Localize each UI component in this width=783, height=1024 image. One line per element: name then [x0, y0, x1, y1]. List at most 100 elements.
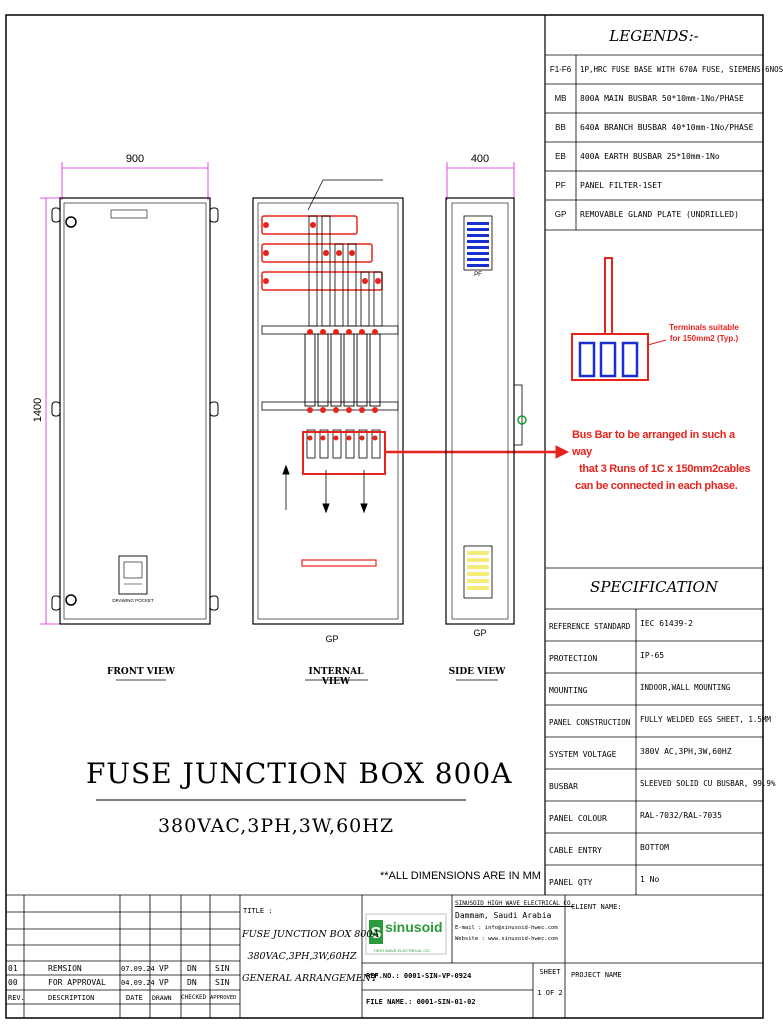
front-view-title: FRONT VIEW	[107, 667, 175, 677]
terminals-note: Terminals suitable for 150mm2 (Typ.)	[664, 322, 744, 344]
rev-description: FOR APPROVAL	[48, 978, 106, 987]
rev-approved: SIN	[215, 964, 230, 973]
svg-text:HIGH WAVE ELECTRICAL CO.: HIGH WAVE ELECTRICAL CO.	[374, 948, 430, 953]
busbar-markers	[263, 222, 381, 441]
width-dimension: 900	[125, 153, 145, 165]
rev-checked: DN	[187, 978, 197, 987]
ref-number: REF.NO.: 0001-SIN-VP-0924	[366, 972, 472, 980]
header-description: DESCRIPTION	[48, 994, 95, 1002]
sinusoid-logo: S HIGH WAVE ELECTRICAL CO.	[365, 913, 447, 955]
rev-number: 01	[8, 964, 18, 973]
header-drawn: DRAWN	[152, 994, 172, 1002]
legends-grid	[545, 54, 763, 231]
rev-drawn: VP	[159, 978, 169, 987]
main-subtitle: 380VAC,3PH,3W,60HZ	[157, 815, 395, 837]
spec-value: FULLY WELDED EGS SHEET, 1.5MM	[640, 715, 771, 724]
spec-label: PANEL COLOUR	[549, 814, 607, 823]
legend-desc: PANEL FILTER-1SET	[580, 181, 662, 190]
legends-title: LEGENDS:-	[609, 27, 699, 45]
spec-label: MOUNTING	[549, 686, 588, 695]
main-title: FUSE JUNCTION BOX 800A	[86, 757, 513, 790]
project-name-label: PROJECT NAME	[571, 971, 622, 979]
spec-label: REFERENCE STANDARD	[549, 622, 631, 631]
spec-value: 1 No	[640, 875, 660, 884]
spec-label: PROTECTION	[549, 654, 598, 663]
internal-view-drawing	[252, 179, 570, 625]
depth-dimension: 400	[470, 153, 490, 165]
client-name-label: CLIENT NAME:	[571, 903, 622, 911]
spec-value: 380V AC,3PH,3W,60HZ	[640, 747, 732, 756]
spec-value: RAL-7032/RAL-7035	[640, 811, 722, 820]
busbar-note-line1: Bus Bar to be arranged in such a way	[572, 429, 735, 458]
header-rev: REV.	[8, 994, 25, 1002]
spec-label: PANEL CONSTRUCTION	[549, 718, 631, 727]
legend-code: F1-F6	[549, 65, 572, 74]
spec-label: PANEL QTY	[549, 878, 593, 887]
header-checked: CHECKED	[181, 994, 207, 1001]
sheet-label: SHEET	[539, 968, 561, 976]
header-date: DATE	[126, 994, 143, 1002]
spec-value: SLEEVED SOLID CU BUSBAR, 99.9%	[640, 779, 776, 788]
height-dimension: 1400	[32, 397, 44, 423]
title-block-grid	[6, 894, 763, 1018]
legend-code: PF	[555, 181, 566, 190]
pf-label: PF	[474, 272, 482, 278]
spec-label: SYSTEM VOLTAGE	[549, 750, 617, 759]
legend-desc: REMOVABLE GLAND PLATE (UNDRILLED)	[580, 210, 739, 219]
sheet-value: 1 OF 2	[537, 989, 563, 997]
legend-code: BB	[555, 123, 566, 132]
rev-description: REMSION	[48, 964, 82, 973]
legend-desc: 400A EARTH BUSBAR 25*10mm-1No	[580, 152, 720, 161]
front-view-drawing	[40, 162, 219, 625]
side-view-drawing	[445, 162, 527, 625]
panel-filter-top	[467, 222, 489, 267]
legend-code: EB	[555, 152, 566, 161]
spec-label: BUSBAR	[549, 782, 578, 791]
panel-filter-bottom	[467, 551, 489, 590]
title-line-1: FUSE JUNCTION BOX 800A	[242, 929, 380, 940]
drawing-pocket-label: DRAWING POCKET	[112, 598, 154, 603]
rev-approved: SIN	[215, 978, 230, 987]
rev-number: 00	[8, 978, 18, 987]
legend-desc: 640A BRANCH BUSBAR 40*10mm-1No/PHASE	[580, 123, 754, 132]
rev-checked: DN	[187, 964, 197, 973]
spec-value: IEC 61439-2	[640, 619, 693, 628]
spec-value: BOTTOM	[640, 843, 669, 852]
busbar-note-line3: can be connected in each phase.	[575, 480, 738, 492]
busbar-note-line2: that 3 Runs of 1C x 150mm2cables	[579, 463, 751, 475]
outer-border	[5, 14, 764, 1019]
internal-view-title: INTERNAL VIEW	[308, 667, 364, 687]
legend-code: MB	[554, 94, 567, 103]
terminals-note-line2: for 150mm2 (Typ.)	[669, 334, 739, 343]
logo-wordmark: sinusoid	[385, 919, 443, 935]
rev-date: 04.09.24	[121, 979, 155, 987]
dimensions-note: **ALL DIMENSIONS ARE IN MM	[380, 870, 541, 882]
company-website: Website : www.sinusoid-hwec.com	[455, 936, 558, 942]
company-email: E-mail : info@sinusoid-hwec.com	[455, 925, 558, 931]
legend-desc: 1P,HRC FUSE BASE WITH 670A FUSE, SIEMENS…	[580, 65, 783, 74]
company-city: Dammam, Saudi Arabia	[455, 911, 552, 920]
side-view-title: SIDE VIEW	[448, 667, 506, 677]
title-label: TITLE :	[243, 907, 273, 915]
header-approved: APPROVED	[210, 995, 237, 1001]
spec-label: CABLE ENTRY	[549, 846, 602, 855]
terminal-diagram	[571, 257, 667, 381]
title-line-3: GENERAL ARRANGEMENT	[242, 973, 378, 984]
company-name: SINUSOID HIGH WAVE ELECTRICAL CO.	[455, 900, 575, 907]
spec-value: INDOOR,WALL MOUNTING	[640, 683, 731, 692]
svg-text:S: S	[371, 925, 382, 942]
gp-label-internal: GP	[325, 634, 339, 644]
rev-drawn: VP	[159, 964, 169, 973]
gp-label-side: GP	[473, 628, 487, 638]
title-line-2: 380VAC,3PH,3W,60HZ	[247, 951, 357, 962]
busbar-note: Bus Bar to be arranged in such a way tha…	[572, 427, 752, 495]
specification-title: SPECIFICATION	[590, 578, 718, 596]
spec-grid	[545, 567, 763, 895]
file-name: FILE NAME.: 0001-SIN-01-02	[366, 998, 476, 1006]
rev-date: 07.09.24	[121, 965, 155, 973]
spec-value: IP-65	[640, 651, 665, 660]
terminals-note-line1: Terminals suitable	[669, 323, 739, 332]
legend-desc: 800A MAIN BUSBAR 50*10mm-1No/PHASE	[580, 94, 744, 103]
legend-code: GP	[554, 210, 567, 219]
